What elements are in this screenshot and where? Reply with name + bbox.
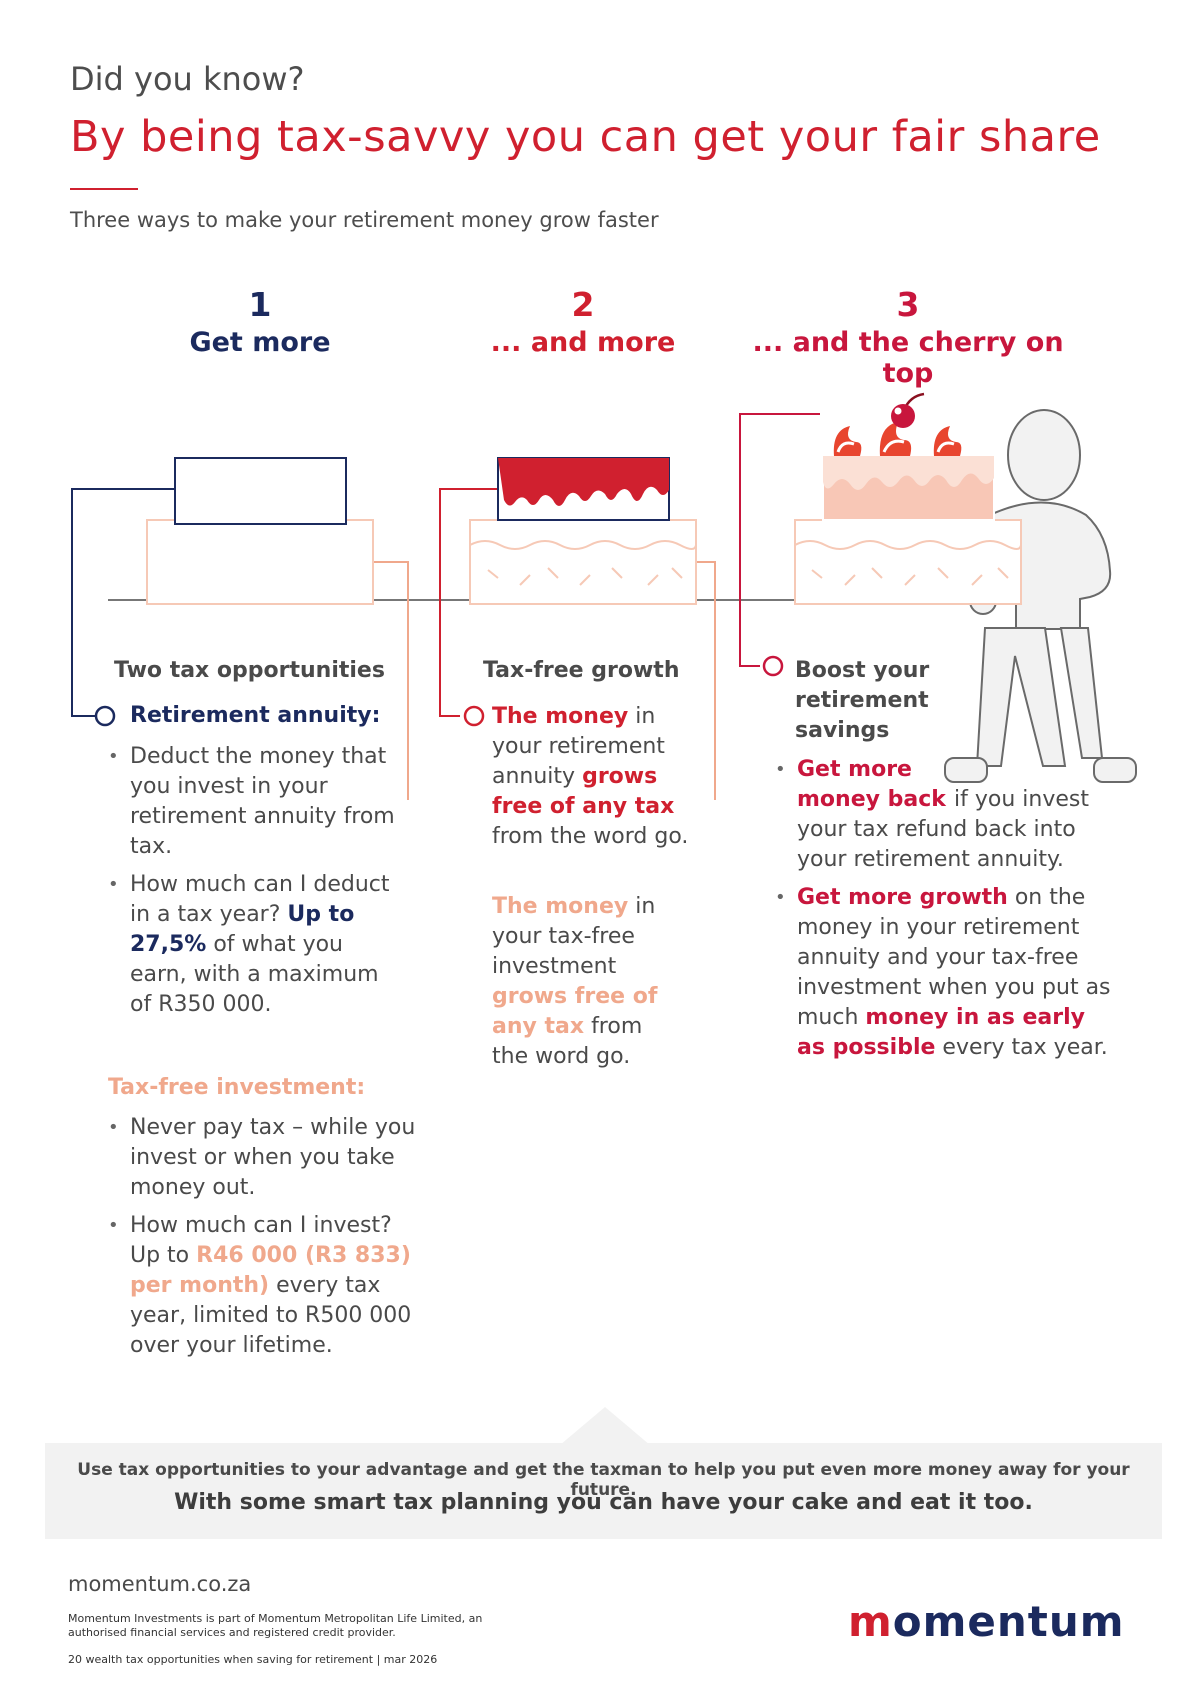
ra-bullet-2: How much can I deduct in a tax year? Up …: [108, 870, 403, 1020]
band-notch: [560, 1407, 650, 1445]
cake1-top: [174, 457, 347, 525]
summary-line-2: With some smart tax planning you can hav…: [174, 1490, 1033, 1515]
ra-bullet-1: Deduct the money that you invest in your…: [108, 742, 403, 862]
col2-paragraph-1: The money in your retirement annuity gro…: [492, 704, 689, 849]
document-reference: 20 wealth tax opportunities when saving …: [68, 1653, 438, 1666]
connector-tfi: [373, 561, 409, 800]
tfi-bullet-2: How much can I invest? Up to R46 000 (R3…: [108, 1211, 418, 1361]
step-1-number: 1: [248, 285, 272, 324]
cream-swirls-icon: [833, 422, 962, 456]
node-ra: [94, 705, 116, 727]
ra-highlight: Up to 27,5%: [130, 902, 355, 957]
tfi-label: Tax-free investment:: [108, 1075, 366, 1100]
tfi-list: Never pay tax – while you invest or when…: [108, 1113, 418, 1369]
cherry-icon: [891, 392, 925, 428]
title-rule: [70, 188, 138, 190]
person-figure: [944, 409, 1137, 783]
kicker: Did you know?: [70, 60, 305, 98]
cake3-bottom: [794, 519, 1022, 605]
connector-tfi-growth: [695, 561, 716, 800]
step-2-title: ... and more: [490, 327, 676, 358]
subtitle: Three ways to make your retirement money…: [70, 208, 659, 232]
cake2-bottom: [469, 519, 697, 605]
step-3-number: 3: [896, 285, 920, 324]
page-title: By being tax-savvy you can get your fair…: [70, 112, 1101, 162]
cake-illustration: [71, 392, 1137, 800]
website-link[interactable]: momentum.co.za: [68, 1572, 252, 1596]
connector-ra-growth: [439, 488, 500, 717]
summary-band: [45, 1443, 1162, 1539]
cake2-icing: [498, 458, 669, 506]
legal-text: Momentum Investments is part of Momentum…: [68, 1612, 483, 1639]
cake1-bottom: [146, 519, 374, 605]
step-1-title: Get more: [189, 327, 331, 358]
col3-list: Get more money back if you invest your t…: [775, 755, 1115, 1071]
ra-list: Deduct the money that you invest in your…: [108, 742, 403, 1028]
momentum-logo: momentum: [848, 1597, 1125, 1646]
step-2-number: 2: [571, 285, 595, 324]
step-3-title: ... and the cherry on top: [752, 327, 1064, 389]
summary-line-1: Use tax opportunities to your advantage …: [77, 1460, 1130, 1500]
boost-bullet-2: Get more growth on the money in your ret…: [775, 883, 1115, 1063]
connector-boost: [739, 413, 820, 667]
tfi-highlight: R46 000 (R3 833) per month): [130, 1243, 411, 1298]
col2-paragraph-2: The money in your tax-free investment gr…: [492, 894, 658, 1069]
col2-heading: Tax-free growth: [483, 658, 680, 683]
ra-label: Retirement annuity:: [130, 703, 381, 728]
node-ra-growth: [463, 705, 485, 727]
node-boost: [762, 655, 784, 677]
connector-ra: [71, 488, 175, 717]
col3-heading: Boost your retirement savings: [795, 658, 930, 743]
boost-bullet-1: Get more money back if you invest your t…: [775, 755, 1115, 875]
tfi-bullet-1: Never pay tax – while you invest or when…: [108, 1113, 418, 1203]
col1-heading: Two tax opportunities: [114, 658, 385, 683]
